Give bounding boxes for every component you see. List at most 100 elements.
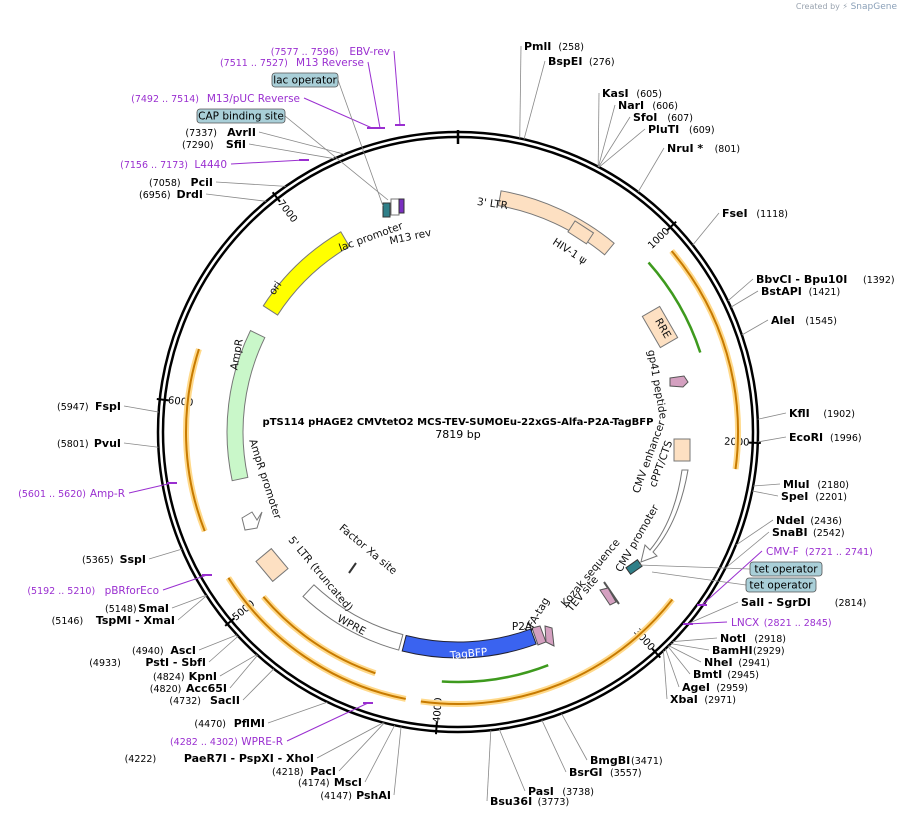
primer-name: pBRforEco <box>105 585 159 597</box>
tick-mark <box>651 648 661 659</box>
box-text: lac operator <box>273 75 337 87</box>
site-leader <box>672 637 718 643</box>
boxed-feature-label: CAP binding site <box>196 108 389 201</box>
site-name: KflI <box>789 407 810 420</box>
ampr-promoter-feature <box>241 511 263 531</box>
site-position: (2542) <box>813 528 845 539</box>
primer-range: (7511 .. 7527) <box>220 58 288 69</box>
primer: L4440(7156 .. 7173) <box>120 159 309 171</box>
site-position: (4147) <box>320 791 352 802</box>
primer: M13/pUC Reverse(7492 .. 7514) <box>131 93 377 129</box>
tick-mark <box>434 722 438 735</box>
ori-feature <box>262 231 351 316</box>
restriction-site: NheI(2941) <box>704 656 770 669</box>
site-position: (1902) <box>823 409 855 420</box>
site-position: (7058) <box>149 178 181 189</box>
site-name: SspI <box>120 553 146 566</box>
lac-promoter-feature <box>390 198 400 216</box>
orf-arrow <box>420 598 674 705</box>
site-position: (4222) <box>125 754 157 765</box>
boxed-feature-label: tet operator <box>638 561 823 577</box>
site-position: (2814) <box>835 598 867 609</box>
restriction-site: SacII(4732) <box>169 694 240 707</box>
site-position: (4732) <box>169 696 201 707</box>
site-name: BamHI <box>712 644 753 657</box>
site-position: (3471) <box>631 756 663 767</box>
site-name: BsrGI <box>569 766 602 779</box>
site-position: (4940) <box>132 646 164 657</box>
site-labels: PmlI(258)BspEI(276)KasI(605)NarI(606)Sfo… <box>52 40 895 808</box>
ampr-promoter-label: AmpR promoter <box>246 438 283 522</box>
site-position: (1996) <box>830 433 862 444</box>
site-leader <box>242 668 275 701</box>
site-leader <box>753 483 781 487</box>
site-leader <box>752 490 779 497</box>
site-position: (3773) <box>538 797 570 808</box>
site-name: SnaBI <box>772 526 808 539</box>
site-position: (2945) <box>727 670 759 681</box>
site-leader <box>171 594 207 609</box>
site-leader <box>667 646 691 675</box>
snapgene-logo-icon: ⚡ <box>842 2 849 11</box>
restriction-site: NotI(2918) <box>720 632 786 645</box>
watermark-prefix: Created by <box>795 2 840 11</box>
restriction-site: BmtI (2945) <box>693 668 759 681</box>
primer-leader <box>128 482 173 494</box>
gp41-feature <box>669 375 689 388</box>
site-position: (606) <box>652 101 678 112</box>
site-leader <box>637 147 665 193</box>
primer-leader <box>162 574 208 591</box>
site-position: (609) <box>689 125 715 136</box>
tagbfp-feature <box>401 628 537 659</box>
site-leader <box>724 531 770 569</box>
restriction-site: PvuI (5801) <box>57 437 121 450</box>
restriction-site: DrdI(6956) <box>139 188 203 201</box>
site-position: (5148) <box>105 604 137 615</box>
restriction-site: SfoI(607) <box>633 111 693 124</box>
primer-leader <box>230 159 305 165</box>
site-name: BmtI <box>693 668 722 681</box>
boxed-feature-label: tet operator <box>651 571 817 593</box>
site-leader <box>665 648 680 688</box>
site-leader <box>541 719 567 773</box>
box-frame <box>196 108 286 124</box>
site-leader <box>148 548 182 560</box>
site-name: PasI <box>528 785 554 798</box>
site-position: (5801) <box>57 439 89 450</box>
site-position: (7290) <box>182 140 214 151</box>
site-leader <box>597 104 616 167</box>
box-text: CAP binding site <box>198 111 284 123</box>
restriction-site: SspI (5365) <box>82 553 146 566</box>
restriction-site: AleI(1545) <box>771 314 837 327</box>
site-position: (1421) <box>809 287 841 298</box>
restriction-site: NdeI(2436) <box>776 514 842 527</box>
site-name: SfiI <box>226 138 246 151</box>
rre-feature <box>641 305 679 349</box>
site-name: BstAPI <box>761 285 802 298</box>
primer: Amp-R(5601 .. 5620) <box>18 482 177 500</box>
site-name: PflMI <box>234 717 265 730</box>
site-name: AscI <box>170 644 196 657</box>
box-frame <box>271 72 339 88</box>
restriction-site: SpeI(2201) <box>781 490 847 503</box>
site-leader <box>364 725 396 783</box>
site-leader <box>735 519 774 546</box>
primer-name: LNCX <box>731 617 759 629</box>
restriction-site: MluI(2180) <box>783 478 849 491</box>
site-name: MluI <box>783 478 810 491</box>
green-arrow <box>647 261 702 353</box>
site-name: PciI <box>191 176 213 189</box>
site-position: (258) <box>558 42 584 53</box>
primer-range: (2821 .. 2845) <box>764 618 832 629</box>
site-position: (5365) <box>82 555 114 566</box>
site-name: PvuI <box>94 437 121 450</box>
orf-arrows <box>183 249 741 707</box>
p2a-feature <box>544 625 555 647</box>
tick-mark <box>666 220 677 231</box>
site-name: NdeI <box>776 514 805 527</box>
site-position: (4933) <box>89 658 121 669</box>
site-leader <box>316 722 384 759</box>
site-leader <box>229 654 258 689</box>
site-leader <box>208 635 239 663</box>
